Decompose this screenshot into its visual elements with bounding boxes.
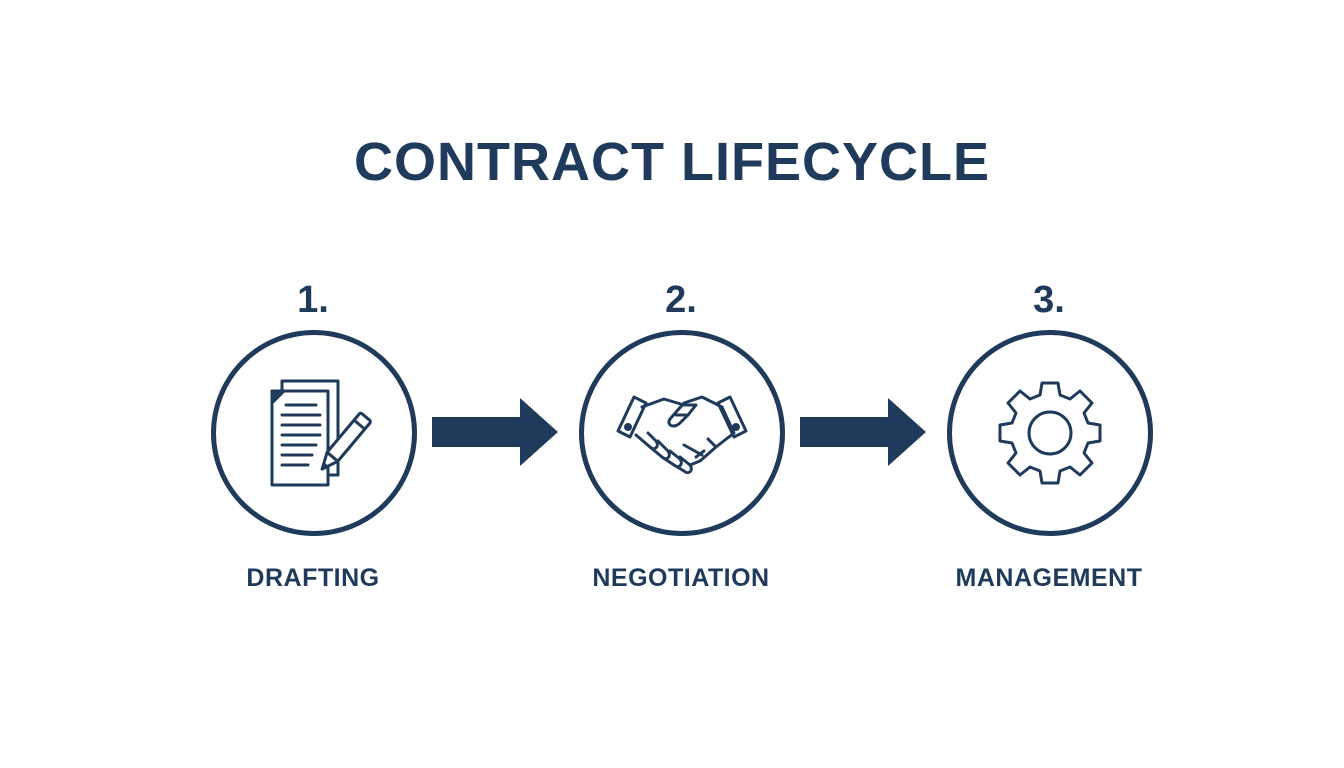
step-circle bbox=[579, 330, 785, 536]
right-arrow-icon bbox=[800, 398, 926, 466]
diagram-title: CONTRACT LIFECYCLE bbox=[354, 132, 990, 192]
connector-arrow bbox=[432, 398, 558, 466]
step-number: 1. bbox=[297, 279, 329, 321]
step-number: 3. bbox=[1033, 279, 1065, 321]
gear-icon bbox=[998, 381, 1102, 485]
right-arrow-icon bbox=[432, 398, 558, 466]
step-negotiation: 2. NEGOTIATION bbox=[541, 270, 821, 610]
connector-arrow bbox=[800, 398, 926, 466]
step-circle bbox=[947, 330, 1153, 536]
document-pen-icon bbox=[270, 379, 372, 487]
step-management: 3. MANAGEMENT bbox=[909, 270, 1189, 610]
step-label: DRAFTING bbox=[246, 564, 380, 592]
handshake-icon bbox=[616, 395, 748, 475]
step-drafting: 1. DRAFTING bbox=[173, 270, 453, 610]
step-label: MANAGEMENT bbox=[955, 564, 1143, 592]
step-number: 2. bbox=[665, 279, 697, 321]
step-circle bbox=[211, 330, 417, 536]
step-label: NEGOTIATION bbox=[592, 564, 770, 592]
